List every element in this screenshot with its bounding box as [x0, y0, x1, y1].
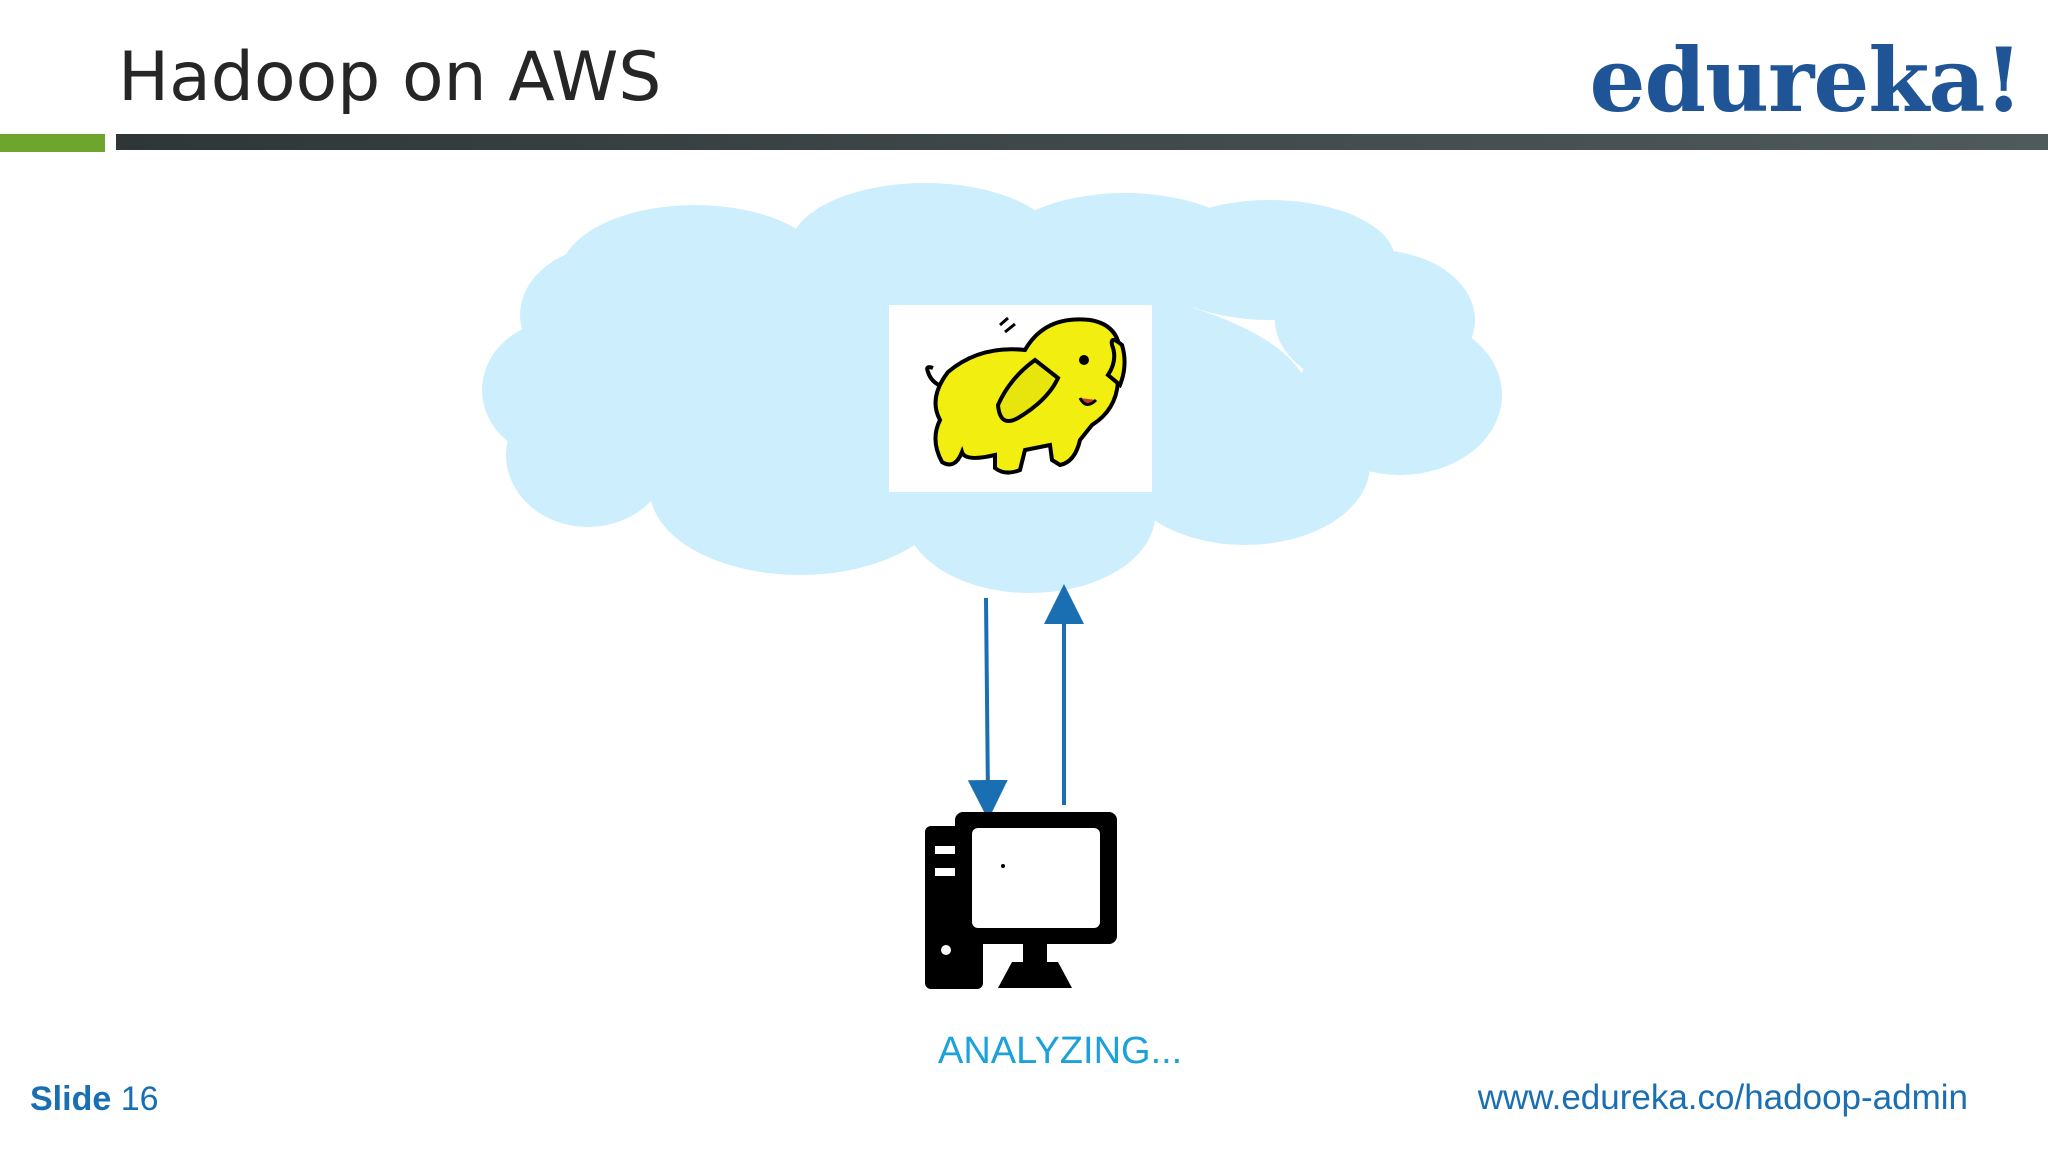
slide-number: 16 [120, 1080, 159, 1118]
title-accent-bar [0, 134, 105, 152]
slide-label: Slide [30, 1080, 112, 1118]
hadoop-elephant-icon [889, 305, 1152, 492]
slide-title: Hadoop on AWS [118, 38, 662, 117]
desktop-computer-icon [925, 812, 1117, 989]
status-label: ANALYZING... [938, 1030, 1183, 1072]
title-underline-bar [116, 134, 2048, 150]
edureka-logo: edureka! [1589, 28, 2023, 132]
arrow-down-icon [967, 597, 1008, 820]
footer-url: www.edureka.co/hadoop-admin [1477, 1078, 1968, 1117]
slide-number-footer: Slide 16 [30, 1080, 159, 1119]
